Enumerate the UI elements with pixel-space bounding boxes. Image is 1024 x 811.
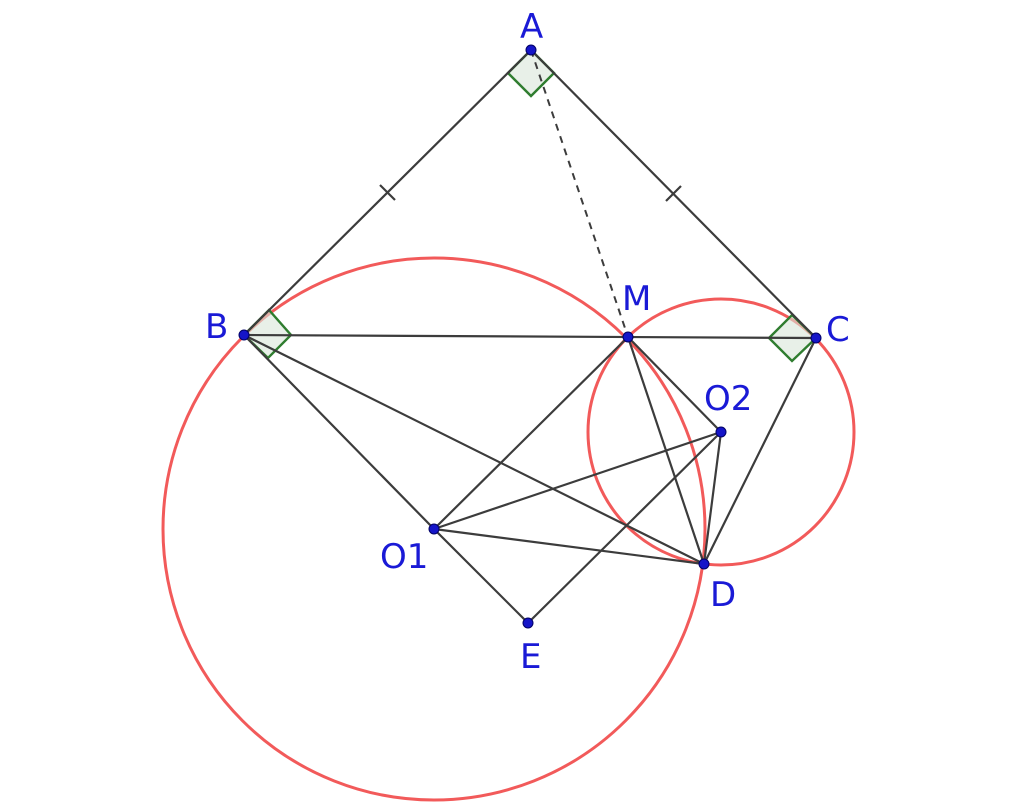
point-o1 [428,523,440,535]
point-m [622,331,634,343]
segment-cd [702,336,818,566]
point-a [525,44,537,56]
segment-o1d [432,527,706,566]
label-o1: O1 [380,537,428,577]
tick-mark-ac [665,185,682,202]
segment-o1o2 [432,430,723,531]
segment-bd [242,333,706,566]
point-b [238,329,250,341]
segment-o1e [432,527,530,625]
segment-mo1 [432,335,630,531]
circle-o2 [586,297,856,567]
right-angle-marker-a [506,48,556,98]
label-m: M [622,279,651,319]
segment-o2d [702,430,723,566]
tick-mark-ab [379,184,396,201]
point-c [810,332,822,344]
segment-mo2 [626,335,723,434]
segment-bo1 [242,333,436,531]
label-a: A [520,7,543,47]
label-c: C [826,310,850,350]
label-o2: O2 [704,379,752,419]
label-d: D [710,575,736,615]
segment-am-dashed [530,49,629,338]
segment-bc [242,333,818,340]
circle-o1 [161,256,707,802]
label-b: B [205,307,228,347]
point-d [698,558,710,570]
point-e [522,617,534,629]
point-o2 [715,426,727,438]
segment-eo2 [526,430,723,625]
label-e: E [520,637,541,677]
